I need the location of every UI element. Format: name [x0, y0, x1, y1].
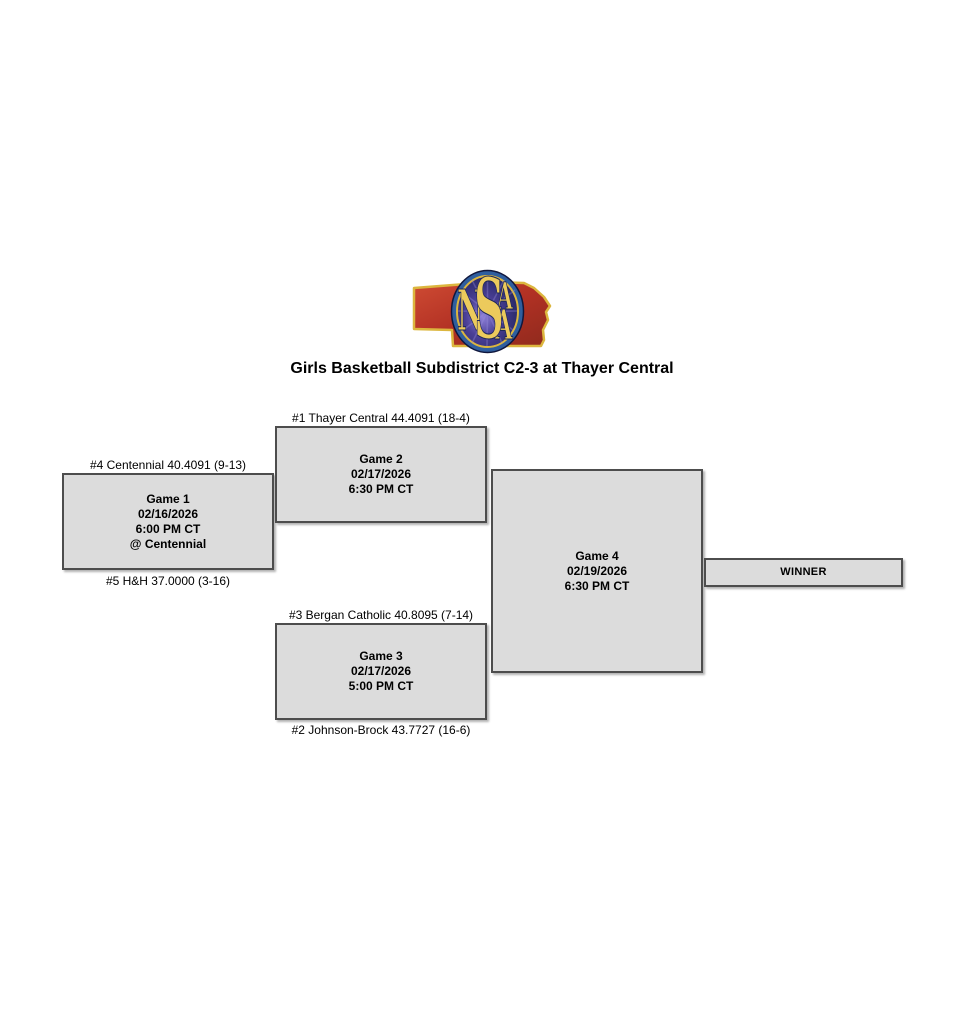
- game-2-details: Game 2 02/17/2026 6:30 PM CT: [349, 452, 414, 497]
- game-2-date: 02/17/2026: [350, 467, 412, 481]
- seed-label-hh: #5 H&H 37.0000 (3-16): [105, 574, 231, 588]
- game-3-date: 02/17/2026: [350, 664, 412, 678]
- game-1-box: Game 1 02/16/2026 6:00 PM CT @ Centennia…: [62, 473, 274, 570]
- game-3-time: 5:00 PM CT: [348, 679, 414, 693]
- game-3-details: Game 3 02/17/2026 5:00 PM CT: [349, 649, 414, 694]
- game-4-box: Game 4 02/19/2026 6:30 PM CT: [491, 469, 703, 673]
- page-title: Girls Basketball Subdistrict C2-3 at Tha…: [290, 360, 674, 377]
- nsaa-logo-icon: A A N S: [412, 260, 552, 359]
- seed-label-centennial: #4 Centennial 40.4091 (9-13): [89, 458, 247, 472]
- game-1-date: 02/16/2026: [137, 506, 199, 521]
- game-3-name: Game 3: [359, 649, 403, 663]
- game-3-box: Game 3 02/17/2026 5:00 PM CT: [275, 623, 487, 720]
- letter-s: S: [474, 268, 504, 358]
- nsaa-letters: A A N S: [457, 260, 514, 358]
- seed-label-johnson-brock: #2 Johnson-Brock 43.7727 (16-6): [291, 723, 471, 737]
- starburst-rays: [457, 277, 518, 347]
- nsaa-logo: A A N S: [412, 260, 552, 359]
- game-1-location: @ Centennial: [129, 536, 207, 551]
- seed-label-bergan-catholic: #3 Bergan Catholic 40.8095 (7-14): [288, 608, 474, 622]
- game-4-time: 6:30 PM CT: [564, 578, 630, 593]
- game-1-details: Game 1 02/16/2026 6:00 PM CT @ Centennia…: [130, 492, 206, 552]
- letter-n: N: [457, 277, 484, 343]
- letter-a1: A: [496, 276, 513, 319]
- game-1-time: 6:00 PM CT: [135, 521, 201, 536]
- sparkle: [476, 319, 480, 323]
- game-2-time: 6:30 PM CT: [348, 482, 414, 496]
- game-4-details: Game 4 02/19/2026 6:30 PM CT: [565, 549, 630, 594]
- game-1-name: Game 1: [146, 491, 190, 506]
- game-4-name: Game 4: [575, 548, 619, 563]
- game-2-box: Game 2 02/17/2026 6:30 PM CT: [275, 426, 487, 523]
- letter-a2: A: [494, 301, 513, 349]
- winner-box: WINNER: [704, 558, 903, 587]
- game-2-name: Game 2: [359, 452, 403, 466]
- seed-label-thayer-central: #1 Thayer Central 44.4091 (18-4): [292, 411, 470, 425]
- game-4-date: 02/19/2026: [566, 563, 628, 578]
- winner-label: WINNER: [780, 566, 827, 578]
